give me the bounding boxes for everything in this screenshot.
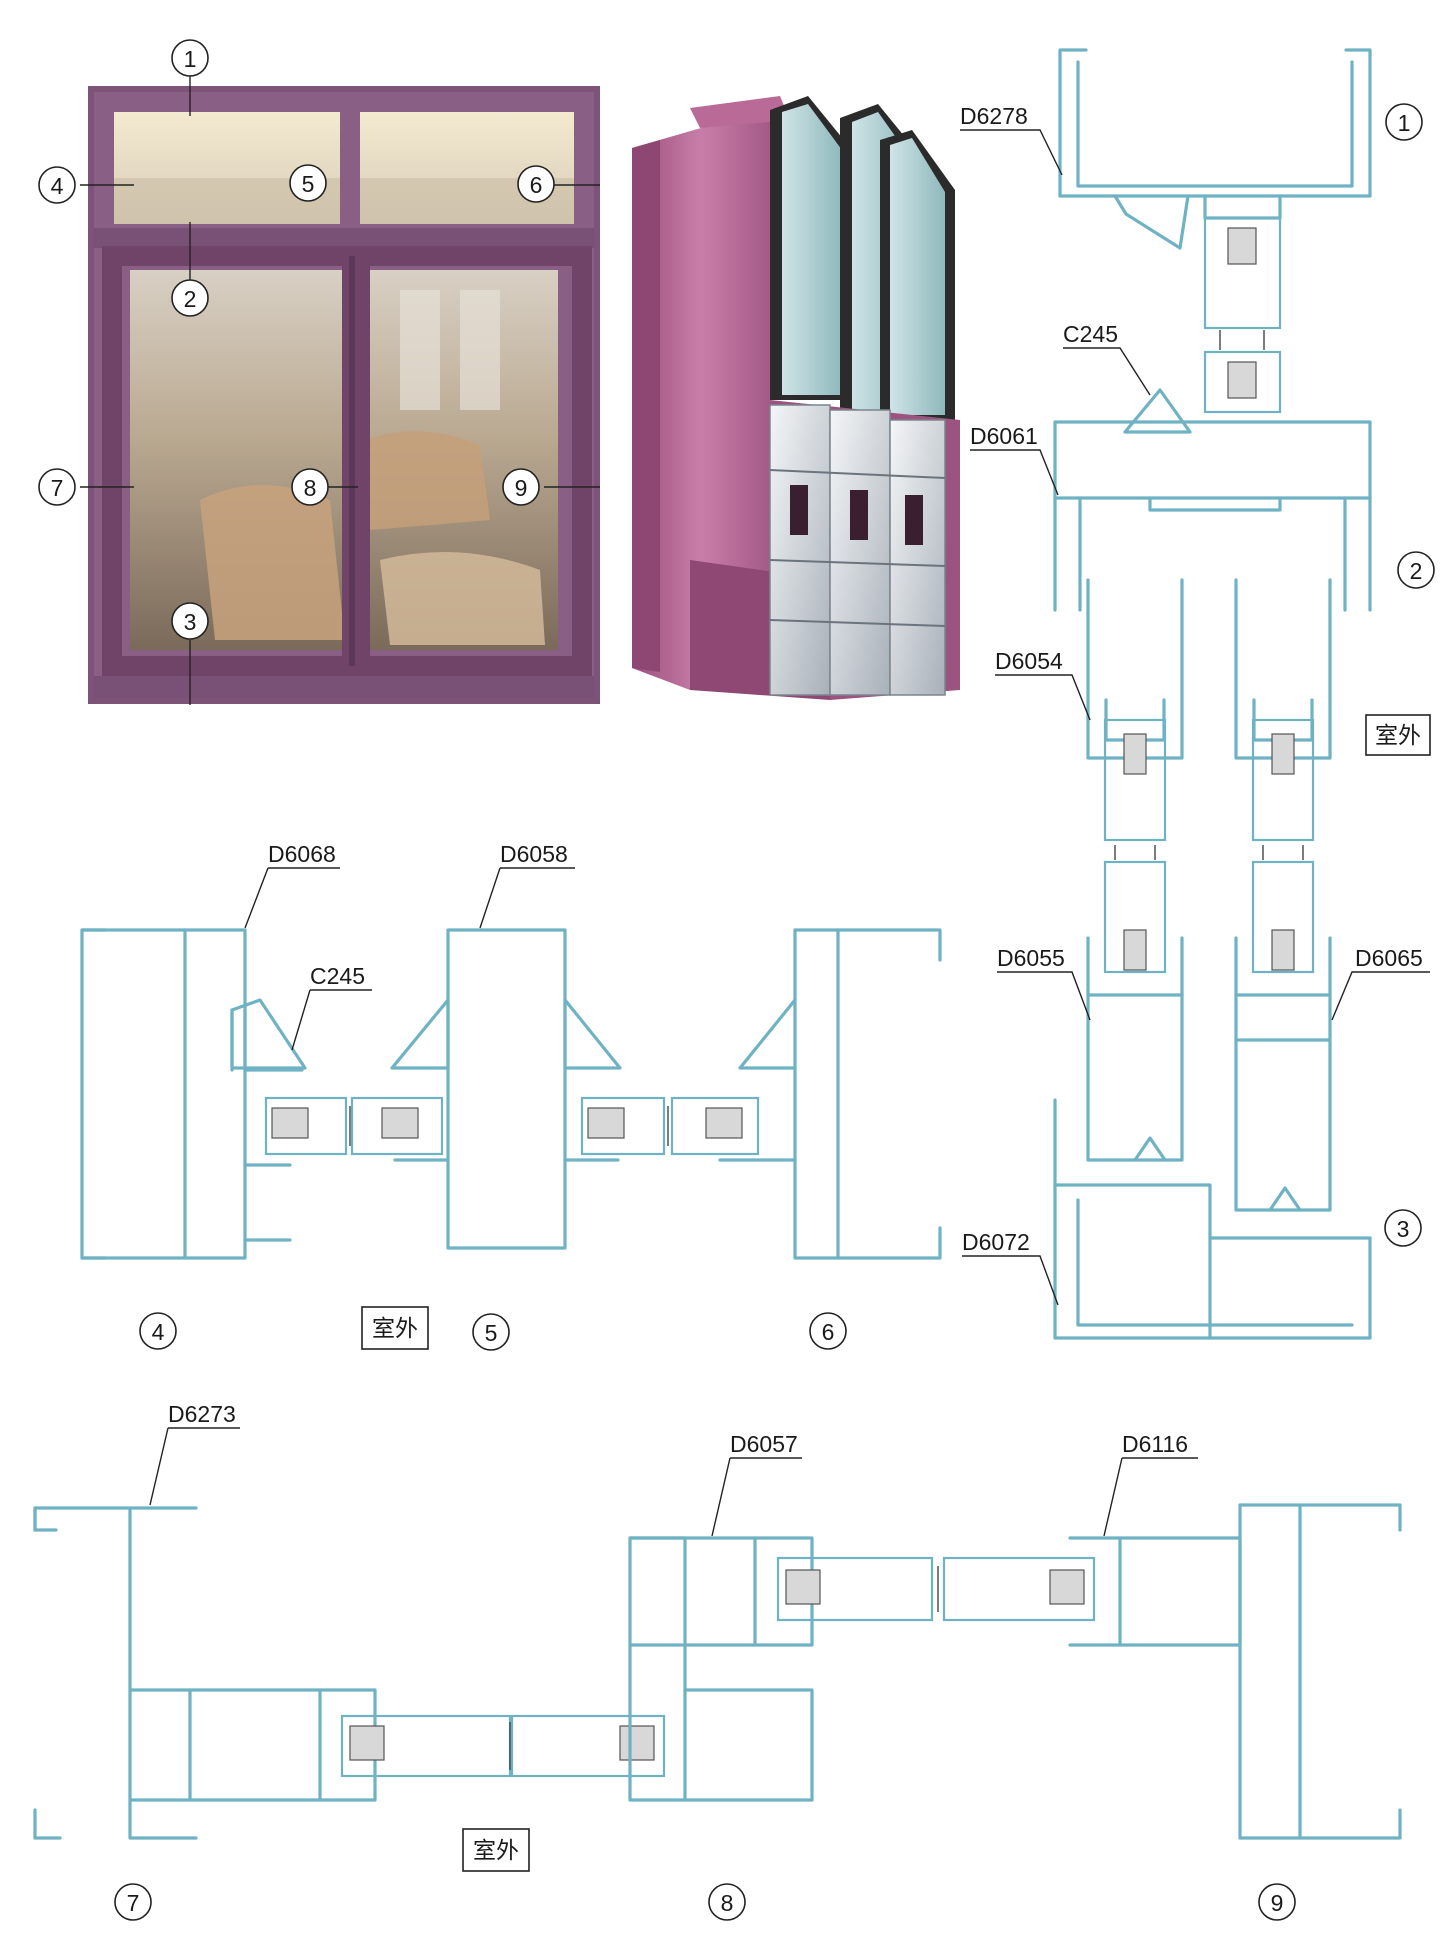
photo-callout-7: 7 <box>38 468 76 506</box>
label-d6273-text: D6273 <box>168 1401 236 1427</box>
label-d6273: D6273 <box>149 1401 240 1506</box>
profile-3d-render <box>632 96 960 700</box>
label-d6058: D6058 <box>479 841 575 929</box>
section-number-8-text: 8 <box>721 1890 734 1916</box>
section-horizontal-top <box>80 928 942 1260</box>
photo-callout-1-text: 1 <box>184 46 197 72</box>
photo-callout-5: 5 <box>289 164 327 202</box>
label-c245-mid-text: C245 <box>310 963 365 989</box>
label-c245-mid: C245 <box>291 963 372 1051</box>
section-number-9: 9 <box>1258 1883 1296 1921</box>
label-d6058-text: D6058 <box>500 841 568 867</box>
label-d6057: D6057 <box>711 1431 802 1537</box>
photo-callout-6-text: 6 <box>530 172 543 198</box>
label-d6054-text: D6054 <box>995 648 1063 674</box>
section-number-6: 6 <box>809 1312 847 1350</box>
section-number-4-text: 4 <box>152 1319 165 1345</box>
label-d6278: D6278 <box>960 103 1063 176</box>
label-d6068-text: D6068 <box>268 841 336 867</box>
label-d6061: D6061 <box>970 423 1059 496</box>
outdoor-box-bottom: 室外 <box>462 1828 530 1872</box>
photo-callout-5-text: 5 <box>302 171 315 197</box>
section-number-6-text: 6 <box>822 1319 835 1345</box>
photo-callout-9-text: 9 <box>515 475 528 501</box>
section-number-4: 4 <box>139 1312 177 1350</box>
label-d6116: D6116 <box>1103 1431 1198 1537</box>
label-d6065: D6065 <box>1331 945 1430 1021</box>
section-number-9-text: 9 <box>1271 1890 1284 1916</box>
section-number-7-text: 7 <box>127 1890 140 1916</box>
photo-callout-2: 2 <box>171 279 209 317</box>
photo-callout-lines <box>80 74 600 705</box>
section-number-1: 1 <box>1385 103 1423 141</box>
section-horizontal-bottom <box>33 1503 1402 1840</box>
photo-callout-4: 4 <box>38 166 76 204</box>
label-d6068: D6068 <box>244 841 340 929</box>
section-number-1-text: 1 <box>1398 110 1411 136</box>
section-number-8: 8 <box>708 1883 746 1921</box>
label-d6116-text: D6116 <box>1122 1431 1188 1457</box>
label-c245-top-text: C245 <box>1063 321 1118 347</box>
label-d6072: D6072 <box>962 1229 1059 1306</box>
outdoor-label-middle: 室外 <box>372 1316 418 1342</box>
label-d6055: D6055 <box>997 945 1091 1021</box>
label-d6061-text: D6061 <box>970 423 1038 449</box>
photo-callout-3-text: 3 <box>184 609 197 635</box>
outdoor-box-middle: 室外 <box>361 1306 429 1350</box>
photo-callout-1: 1 <box>171 39 209 77</box>
label-d6065-text: D6065 <box>1355 945 1423 971</box>
label-d6072-text: D6072 <box>962 1229 1030 1255</box>
label-d6278-text: D6278 <box>960 103 1028 129</box>
section-number-5-text: 5 <box>485 1320 498 1346</box>
section-number-2: 2 <box>1397 551 1435 589</box>
photo-callout-3: 3 <box>171 602 209 640</box>
photo-callout-9: 9 <box>502 468 540 506</box>
outdoor-label-bottom: 室外 <box>473 1838 519 1864</box>
photo-callout-6: 6 <box>517 165 555 203</box>
window-photo <box>88 86 600 704</box>
photo-callout-4-text: 4 <box>51 173 64 199</box>
section-vertical <box>1053 48 1372 1340</box>
photo-callout-8-text: 8 <box>304 475 317 501</box>
label-d6054: D6054 <box>995 648 1091 721</box>
photo-callout-2-text: 2 <box>184 286 197 312</box>
photo-callout-8: 8 <box>291 468 329 506</box>
label-c245-top: C245 <box>1063 321 1151 396</box>
section-number-3-text: 3 <box>1397 1216 1410 1242</box>
outdoor-label-right: 室外 <box>1375 723 1421 749</box>
section-number-3: 3 <box>1384 1209 1422 1247</box>
label-d6057-text: D6057 <box>730 1431 798 1457</box>
section-number-7: 7 <box>114 1883 152 1921</box>
section-number-2-text: 2 <box>1410 558 1423 584</box>
photo-callout-7-text: 7 <box>51 475 64 501</box>
outdoor-box-right: 室外 <box>1365 714 1431 756</box>
section-number-5: 5 <box>472 1313 510 1351</box>
label-d6055-text: D6055 <box>997 945 1065 971</box>
